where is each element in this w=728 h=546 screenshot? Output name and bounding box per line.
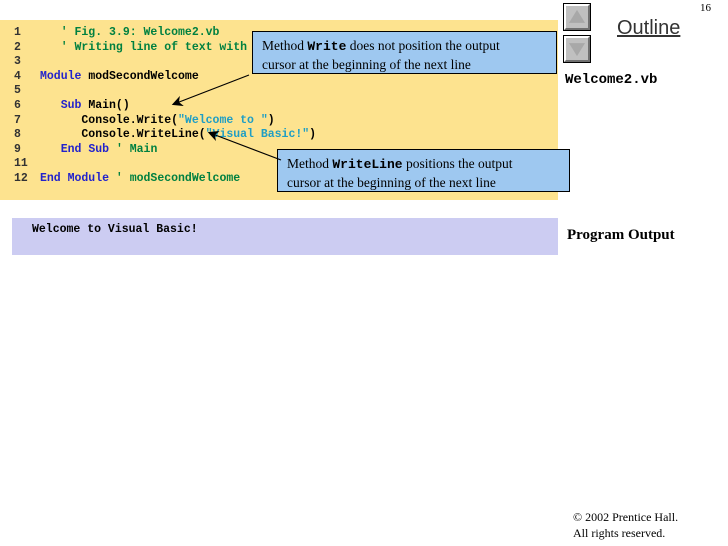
callout-write-line1-post: does not position the output <box>346 38 500 53</box>
code-token-plain <box>40 143 61 156</box>
code-token-string: "Visual Basic!" <box>205 128 310 142</box>
code-token-plain: modSecondWelcome <box>88 69 199 83</box>
code-line-number: 12 <box>14 172 28 185</box>
callout-write: Method Write does not position the outpu… <box>252 31 557 74</box>
callout-writeline-line2: cursor at the beginning of the next line <box>287 175 496 190</box>
triangle-up-icon <box>569 9 585 23</box>
callout-write-line1-pre: Method <box>262 38 308 53</box>
code-token-keyword: Module <box>40 69 89 83</box>
program-output-label: Program Output <box>567 227 675 243</box>
callout-writeline-line1-pre: Method <box>287 156 333 171</box>
code-line-number: 6 <box>14 99 21 112</box>
code-token-keyword: End Sub <box>60 142 116 156</box>
scroll-up-button[interactable] <box>563 3 591 31</box>
code-line-number: 11 <box>14 157 28 171</box>
copyright-footer: © 2002 Prentice Hall. All rights reserve… <box>573 509 678 541</box>
program-output-box: Welcome to Visual Basic! <box>12 218 558 255</box>
code-token-keyword: Sub <box>60 99 89 112</box>
triangle-down-icon <box>569 43 585 57</box>
code-line-number: 7 <box>14 113 21 127</box>
callout-write-line1: Method Write does not position the outpu… <box>262 38 500 54</box>
scroll-down-button[interactable] <box>563 35 591 63</box>
code-token-plain: Console.Write( <box>40 113 179 127</box>
code-token-comment: ' Main <box>115 142 158 156</box>
code-line-number: 4 <box>14 69 21 83</box>
code-line-text: Module modSecondWelcome <box>40 70 199 83</box>
code-line-number: 8 <box>14 128 21 142</box>
code-token-comment: ' modSecondWelcome <box>115 172 241 185</box>
outline-heading: Outline <box>617 17 681 39</box>
code-line-number: 2 <box>14 40 21 54</box>
code-line-number: 3 <box>14 55 21 69</box>
code-token-plain: Main() <box>88 99 130 112</box>
copyright-line-1: © 2002 Prentice Hall. <box>573 510 679 524</box>
copyright-line-2: All rights reserved. <box>573 526 666 540</box>
callout-write-line2: cursor at the beginning of the next line <box>262 57 471 72</box>
slide-page-number: 16 <box>700 2 711 14</box>
code-token-plain: Console.WriteLine( <box>40 128 206 142</box>
code-line-text: ' Writing line of text with <box>40 41 247 54</box>
code-token-string: "Welcome to " <box>178 113 268 127</box>
code-line-number: 9 <box>14 142 21 156</box>
callout-writeline-line1: Method WriteLine positions the output <box>287 156 513 172</box>
code-line-text: Console.WriteLine("Visual Basic!") <box>40 128 316 141</box>
code-token-comment: ' Writing line of text with <box>40 40 248 54</box>
code-token-keyword: End Module <box>40 172 116 185</box>
code-line-text: End Module ' modSecondWelcome <box>40 172 240 185</box>
code-line-text: End Sub ' Main <box>40 142 158 156</box>
callout-writeline: Method WriteLine positions the output cu… <box>277 149 570 192</box>
code-token-plain: ) <box>309 128 317 142</box>
code-token-comment: ' Fig. 3.9: Welcome2.vb <box>40 26 220 39</box>
code-token-plain <box>40 99 61 112</box>
code-line-text: Sub Main() <box>40 99 130 112</box>
code-line-number: 1 <box>14 26 21 39</box>
program-output-text: Welcome to Visual Basic! <box>32 223 198 236</box>
outline-file-label: Welcome2.vb <box>565 72 658 88</box>
code-line-number: 5 <box>14 84 21 98</box>
callout-write-method-name: Write <box>307 39 347 54</box>
code-token-plain: ) <box>267 113 275 127</box>
callout-writeline-method-name: WriteLine <box>332 157 403 172</box>
code-line-text: ' Fig. 3.9: Welcome2.vb <box>40 26 220 39</box>
callout-writeline-line1-post: positions the output <box>402 156 513 171</box>
code-line-text: Console.Write("Welcome to ") <box>40 113 275 127</box>
